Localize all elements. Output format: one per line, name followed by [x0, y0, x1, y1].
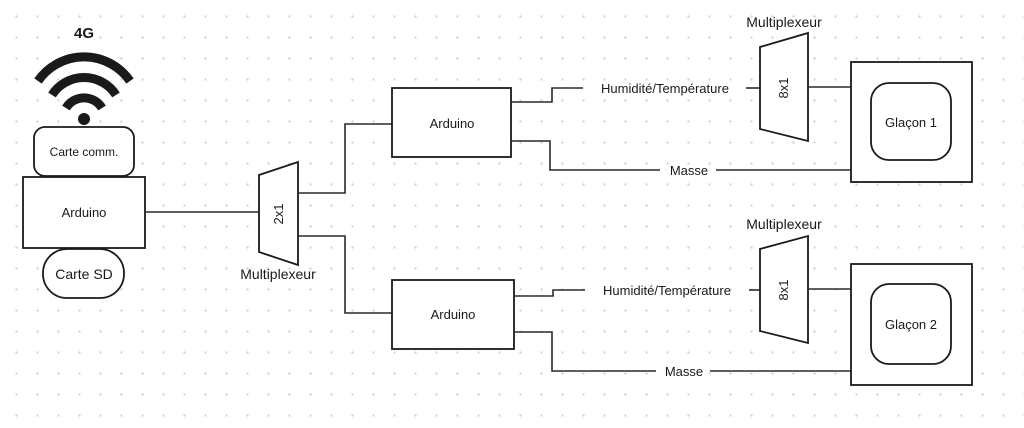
branch-2-sensor-wire-label: Humidité/Température: [603, 283, 731, 298]
wire-mux-arduino-1: [298, 123, 392, 194]
gateway-arduino-label: Arduino: [62, 205, 107, 220]
network-label: 4G: [74, 25, 94, 42]
wire-2-ground-a: [514, 331, 656, 372]
main-multiplexer: 2x1: [258, 160, 299, 267]
comm-card: Carte comm.: [33, 126, 135, 177]
wifi-icon: [34, 52, 134, 125]
branch-2-arduino-label: Arduino: [431, 307, 476, 322]
sd-card: Carte SD: [42, 248, 125, 299]
wire-2-sensor-a: [514, 289, 585, 297]
wire-1-sensor-a: [511, 87, 583, 103]
branch-2-ice-label: Glaçon 2: [885, 317, 937, 332]
branch-1-sensor-wire-label: Humidité/Température: [601, 81, 729, 96]
branch-1-ground-wire-label: Masse: [670, 163, 708, 178]
main-mux-label: 2x1: [271, 204, 286, 225]
branch-2-ground-wire-label: Masse: [665, 364, 703, 379]
branch-2-arduino: Arduino: [391, 279, 515, 350]
wire-mux-arduino-2: [298, 235, 392, 314]
branch-2-multiplexer: 8x1: [759, 234, 809, 345]
sd-card-label: Carte SD: [55, 266, 113, 282]
branch-1: Arduino Humidité/Température Masse 8x1 M…: [391, 14, 973, 183]
branch-1-ice-label: Glaçon 1: [885, 115, 937, 130]
branch-2-ice-cube: Glaçon 2: [850, 263, 973, 386]
branch-1-arduino-label: Arduino: [430, 116, 475, 131]
branch-1-mux-label: 8x1: [776, 78, 791, 99]
branch-1-multiplexer: 8x1: [759, 31, 809, 143]
comm-card-label: Carte comm.: [50, 145, 119, 159]
branch-1-ice-cube: Glaçon 1: [850, 61, 973, 183]
branch-2-mux-label: 8x1: [776, 280, 791, 301]
branch-1-mux-caption: Multiplexeur: [746, 14, 822, 30]
branch-1-arduino: Arduino: [391, 87, 512, 158]
branch-2-mux-caption: Multiplexeur: [746, 216, 822, 232]
main-mux-caption: Multiplexeur: [240, 266, 316, 282]
gateway-arduino: Arduino: [22, 176, 146, 249]
branch-2: Arduino Humidité/Température Masse 8x1 M…: [391, 216, 973, 386]
wire-1-ground-a: [511, 140, 660, 171]
